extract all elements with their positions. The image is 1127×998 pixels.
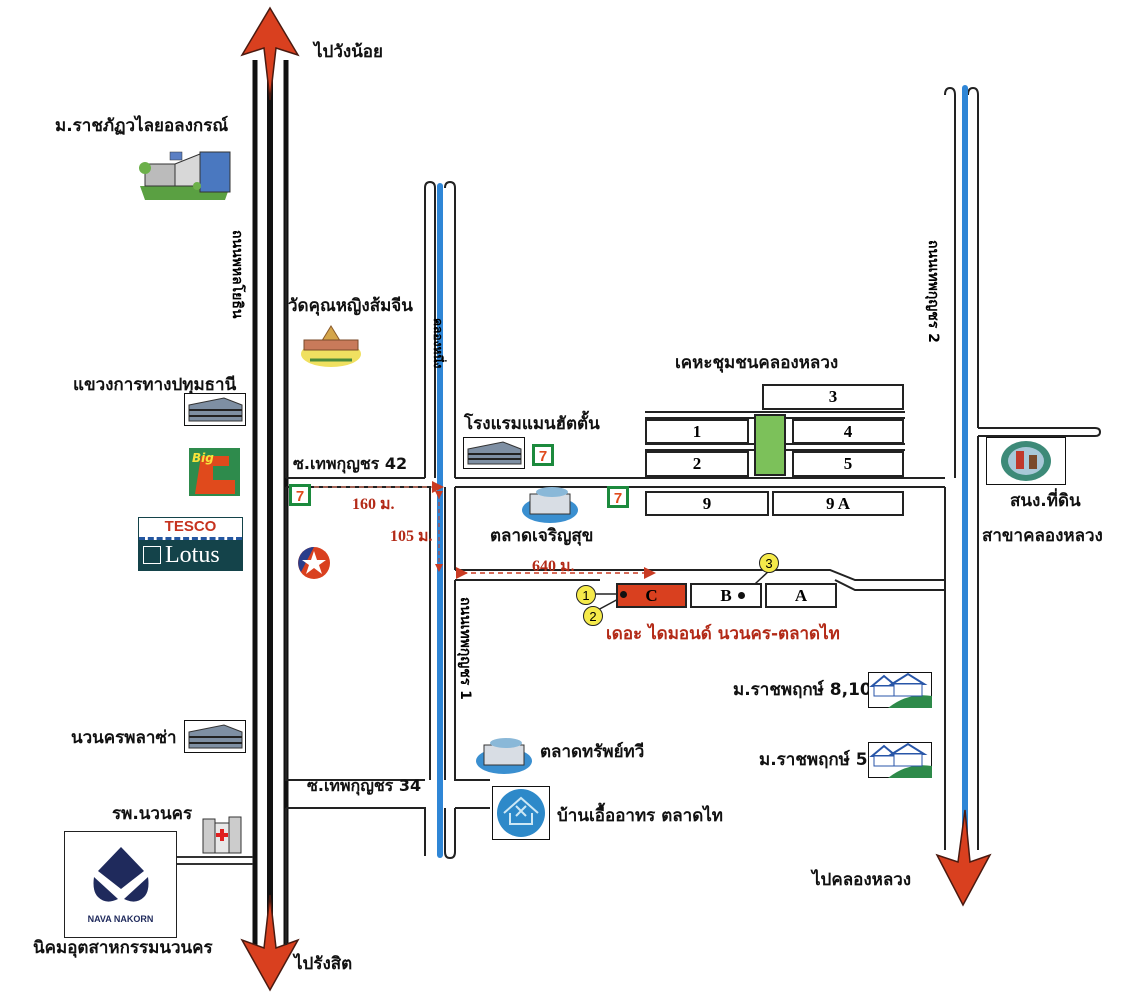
svg-text:7: 7	[614, 490, 622, 507]
project-name: เดอะ ไดมอนด์ นวนคร-ตลาดไท	[606, 624, 840, 644]
southeast-arrow-icon	[935, 809, 992, 907]
pin-dot-b	[738, 592, 745, 599]
bigc-text: Big	[192, 451, 214, 465]
navanakorn-logo: NAVA NAKORN	[64, 831, 177, 938]
seven-eleven-icon: 7	[532, 444, 554, 466]
distance-640-label: 640 ม.	[532, 558, 575, 575]
project-plot-b[interactable]: B	[690, 583, 762, 608]
project-plot-c[interactable]: C	[616, 583, 687, 608]
gas-station-star-icon	[298, 547, 330, 579]
landmark-ratchaphruek-5-label: ม.ราชพฤกษ์ 5	[759, 750, 868, 770]
office-building-icon	[184, 393, 246, 426]
hospital-icon	[202, 816, 242, 854]
road-soi42-label: ซ.เทพกุญชร 42	[293, 454, 408, 473]
landmark-land-office-label-1: สนง.ที่ดิน	[1010, 491, 1081, 511]
direction-south: ไปรังสิต	[294, 954, 353, 974]
lotus-flower-icon	[143, 546, 161, 564]
university-building-icon	[139, 151, 231, 200]
baan-uea-arthorn-logo-icon	[492, 786, 550, 840]
tesco-text: TESCO	[139, 518, 242, 540]
landmark-highway-office-label: แขวงการทางปทุมธานี	[73, 375, 237, 395]
pin-1[interactable]: 1	[576, 585, 596, 605]
landmark-community-label: เคหะชุมชนคลองหลวง	[675, 353, 839, 373]
direction-north: ไปวังน้อย	[314, 42, 383, 62]
housing-village-icon	[868, 742, 932, 778]
landmark-temple-label: วัดคุณหญิงส้มจีน	[288, 296, 413, 316]
landmark-hospital-label: รพ.นวนคร	[112, 804, 193, 824]
office-building-icon	[184, 720, 246, 753]
landmark-navanakorn-plaza-label: นวนครพลาซ่า	[71, 728, 177, 748]
landmark-hotel-label: โรงแรมแมนฮัตตั้น	[464, 414, 600, 434]
road-canal-label: คลองหนึ่ง	[431, 318, 445, 369]
community-block-9: 9	[645, 491, 769, 516]
community-block-5: 5	[792, 451, 904, 477]
community-park	[754, 414, 786, 476]
road-thepkunchon2-label: ถนนเทพกุญชร 2	[925, 240, 941, 343]
project-plot-a[interactable]: A	[765, 583, 837, 608]
direction-southeast: ไปคลองหลวง	[812, 870, 912, 890]
temple-icon	[301, 325, 361, 367]
landmark-industrial-estate-label: นิคมอุตสาหกรรมนวนคร	[33, 938, 213, 958]
seven-eleven-icon: 7	[607, 486, 629, 508]
navanakorn-access-road	[176, 856, 253, 865]
landmark-baan-uea-arthorn-label: บ้านเอื้ออาทร ตลาดไท	[557, 806, 723, 826]
seven-eleven-icon: 7	[289, 484, 311, 506]
community-block-4: 4	[792, 419, 904, 444]
landmark-subtawee-label: ตลาดทรัพย์ทวี	[540, 742, 645, 762]
pin-dot-c	[620, 591, 627, 598]
hotel-building-icon	[463, 437, 525, 469]
landmark-rajabhat-label: ม.ราชภัฏวไลยอลงกรณ์	[55, 116, 229, 136]
south-arrow-icon	[240, 894, 300, 992]
community-block-2: 2	[645, 451, 749, 477]
distance-105-label: 105 ม.	[390, 528, 433, 545]
landmark-charoensuk-label: ตลาดเจริญสุข	[490, 526, 594, 546]
road-soi34-label: ซ.เทพกุญชร 34	[307, 776, 422, 795]
navanakorn-leaf-icon	[93, 847, 149, 902]
market-icon	[476, 738, 532, 774]
distance-160-label: 160 ม.	[352, 496, 395, 513]
navanakorn-logo-text: NAVA NAKORN	[87, 914, 154, 924]
landmark-land-office-label-2: สาขาคลองหลวง	[982, 526, 1103, 546]
community-block-1: 1	[645, 419, 749, 444]
landmark-ratchaphruek-810-label: ม.ราชพฤกษ์ 8,10	[733, 680, 872, 700]
svg-text:7: 7	[539, 448, 547, 465]
bigc-logo-icon: Big	[189, 448, 240, 496]
community-block-3-label: 3	[762, 384, 904, 410]
phahonyothin-road	[252, 60, 289, 945]
pin-3[interactable]: 3	[759, 553, 779, 573]
road-thepkunchon1-label: ถนนเทพกุญชร 1	[457, 597, 473, 700]
svg-text:7: 7	[296, 488, 304, 505]
community-block-9a: 9 A	[772, 491, 904, 516]
pin-2[interactable]: 2	[583, 606, 603, 626]
land-office-seal-icon	[986, 437, 1066, 485]
market-icon	[522, 487, 578, 523]
north-arrow-icon	[240, 6, 300, 101]
road-phahonyothin-label: ถนนพหลโยธิน	[229, 230, 245, 319]
tesco-lotus-logo: TESCO Lotus	[138, 517, 243, 571]
housing-village-icon	[868, 672, 932, 708]
lotus-text: Lotus	[165, 541, 220, 568]
